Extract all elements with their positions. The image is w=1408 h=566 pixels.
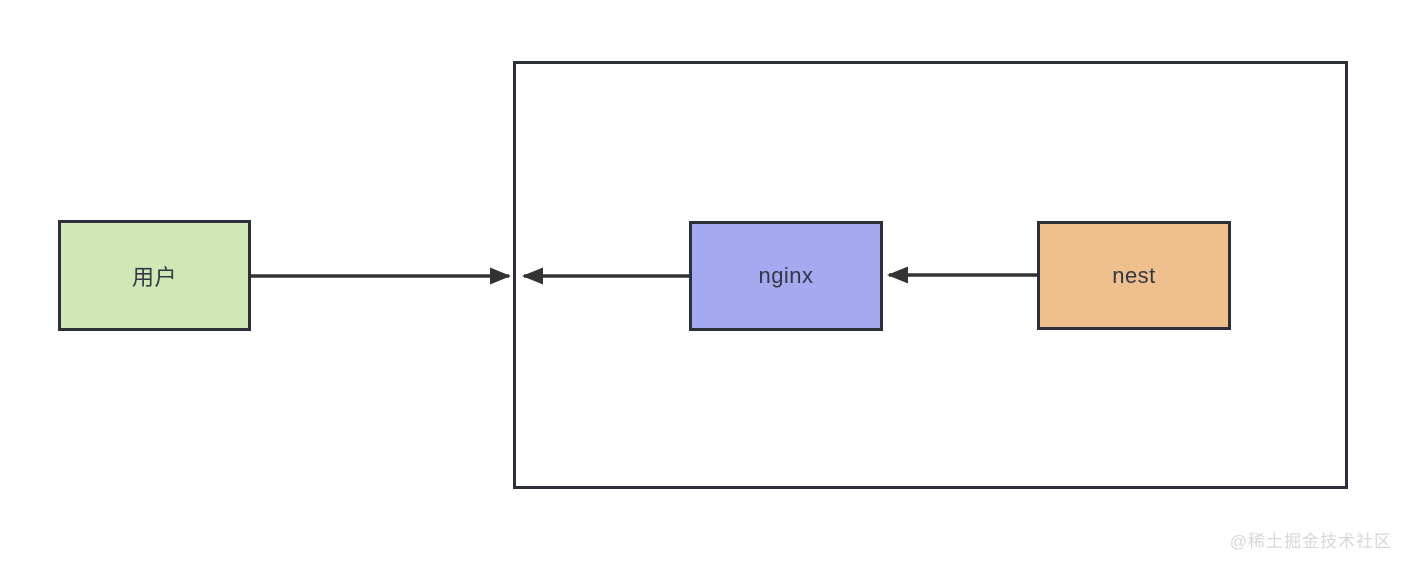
nginx-node: nginx — [689, 221, 883, 331]
nest-node: nest — [1037, 221, 1231, 330]
nest-node-label: nest — [1112, 262, 1156, 288]
user-node-label: 用户 — [131, 264, 177, 290]
nginx-node-label: nginx — [758, 263, 814, 288]
server-boundary-box — [513, 61, 1348, 489]
user-node: 用户 — [58, 220, 251, 331]
watermark: @稀土掘金技术社区 — [1229, 532, 1392, 551]
